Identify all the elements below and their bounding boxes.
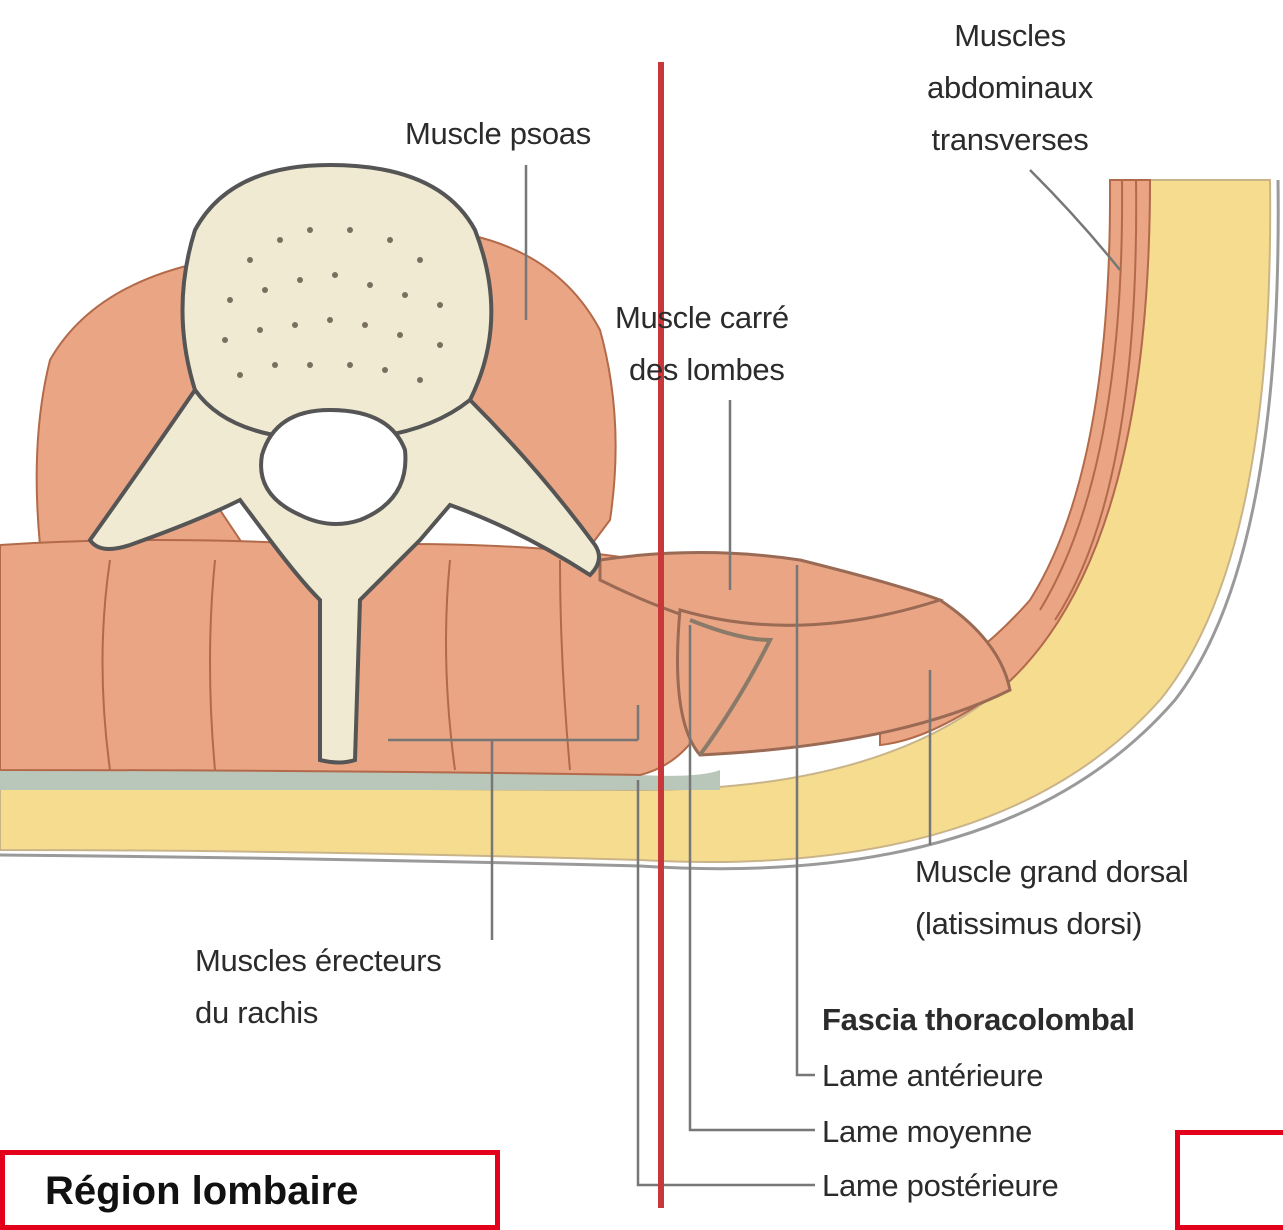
label-muscle-carre-des-lombes: Muscle carré des lombes xyxy=(615,292,789,396)
label-lame-posterieure: Lame postérieure xyxy=(822,1160,1058,1212)
callout-box-bottom-left: Région lombaire xyxy=(0,1150,500,1230)
label-lame-moyenne: Lame moyenne xyxy=(822,1106,1032,1158)
label-lame-anterieure: Lame antérieure xyxy=(822,1050,1043,1102)
label-muscle-grand-dorsal: Muscle grand dorsal (latissimus dorsi) xyxy=(915,846,1188,950)
spinal-canal xyxy=(261,410,405,524)
label-fascia-thoracolombal: Fascia thoracolombal xyxy=(822,994,1135,1046)
label-muscles-abdominaux-transverses: Muscles abdominaux transverses xyxy=(880,10,1140,166)
callout-text-bottom-left: Région lombaire xyxy=(45,1169,358,1214)
label-muscles-erecteurs-du-rachis: Muscles érecteurs du rachis xyxy=(195,935,441,1039)
label-muscle-psoas: Muscle psoas xyxy=(405,108,591,160)
callout-box-bottom-right xyxy=(1175,1130,1283,1230)
